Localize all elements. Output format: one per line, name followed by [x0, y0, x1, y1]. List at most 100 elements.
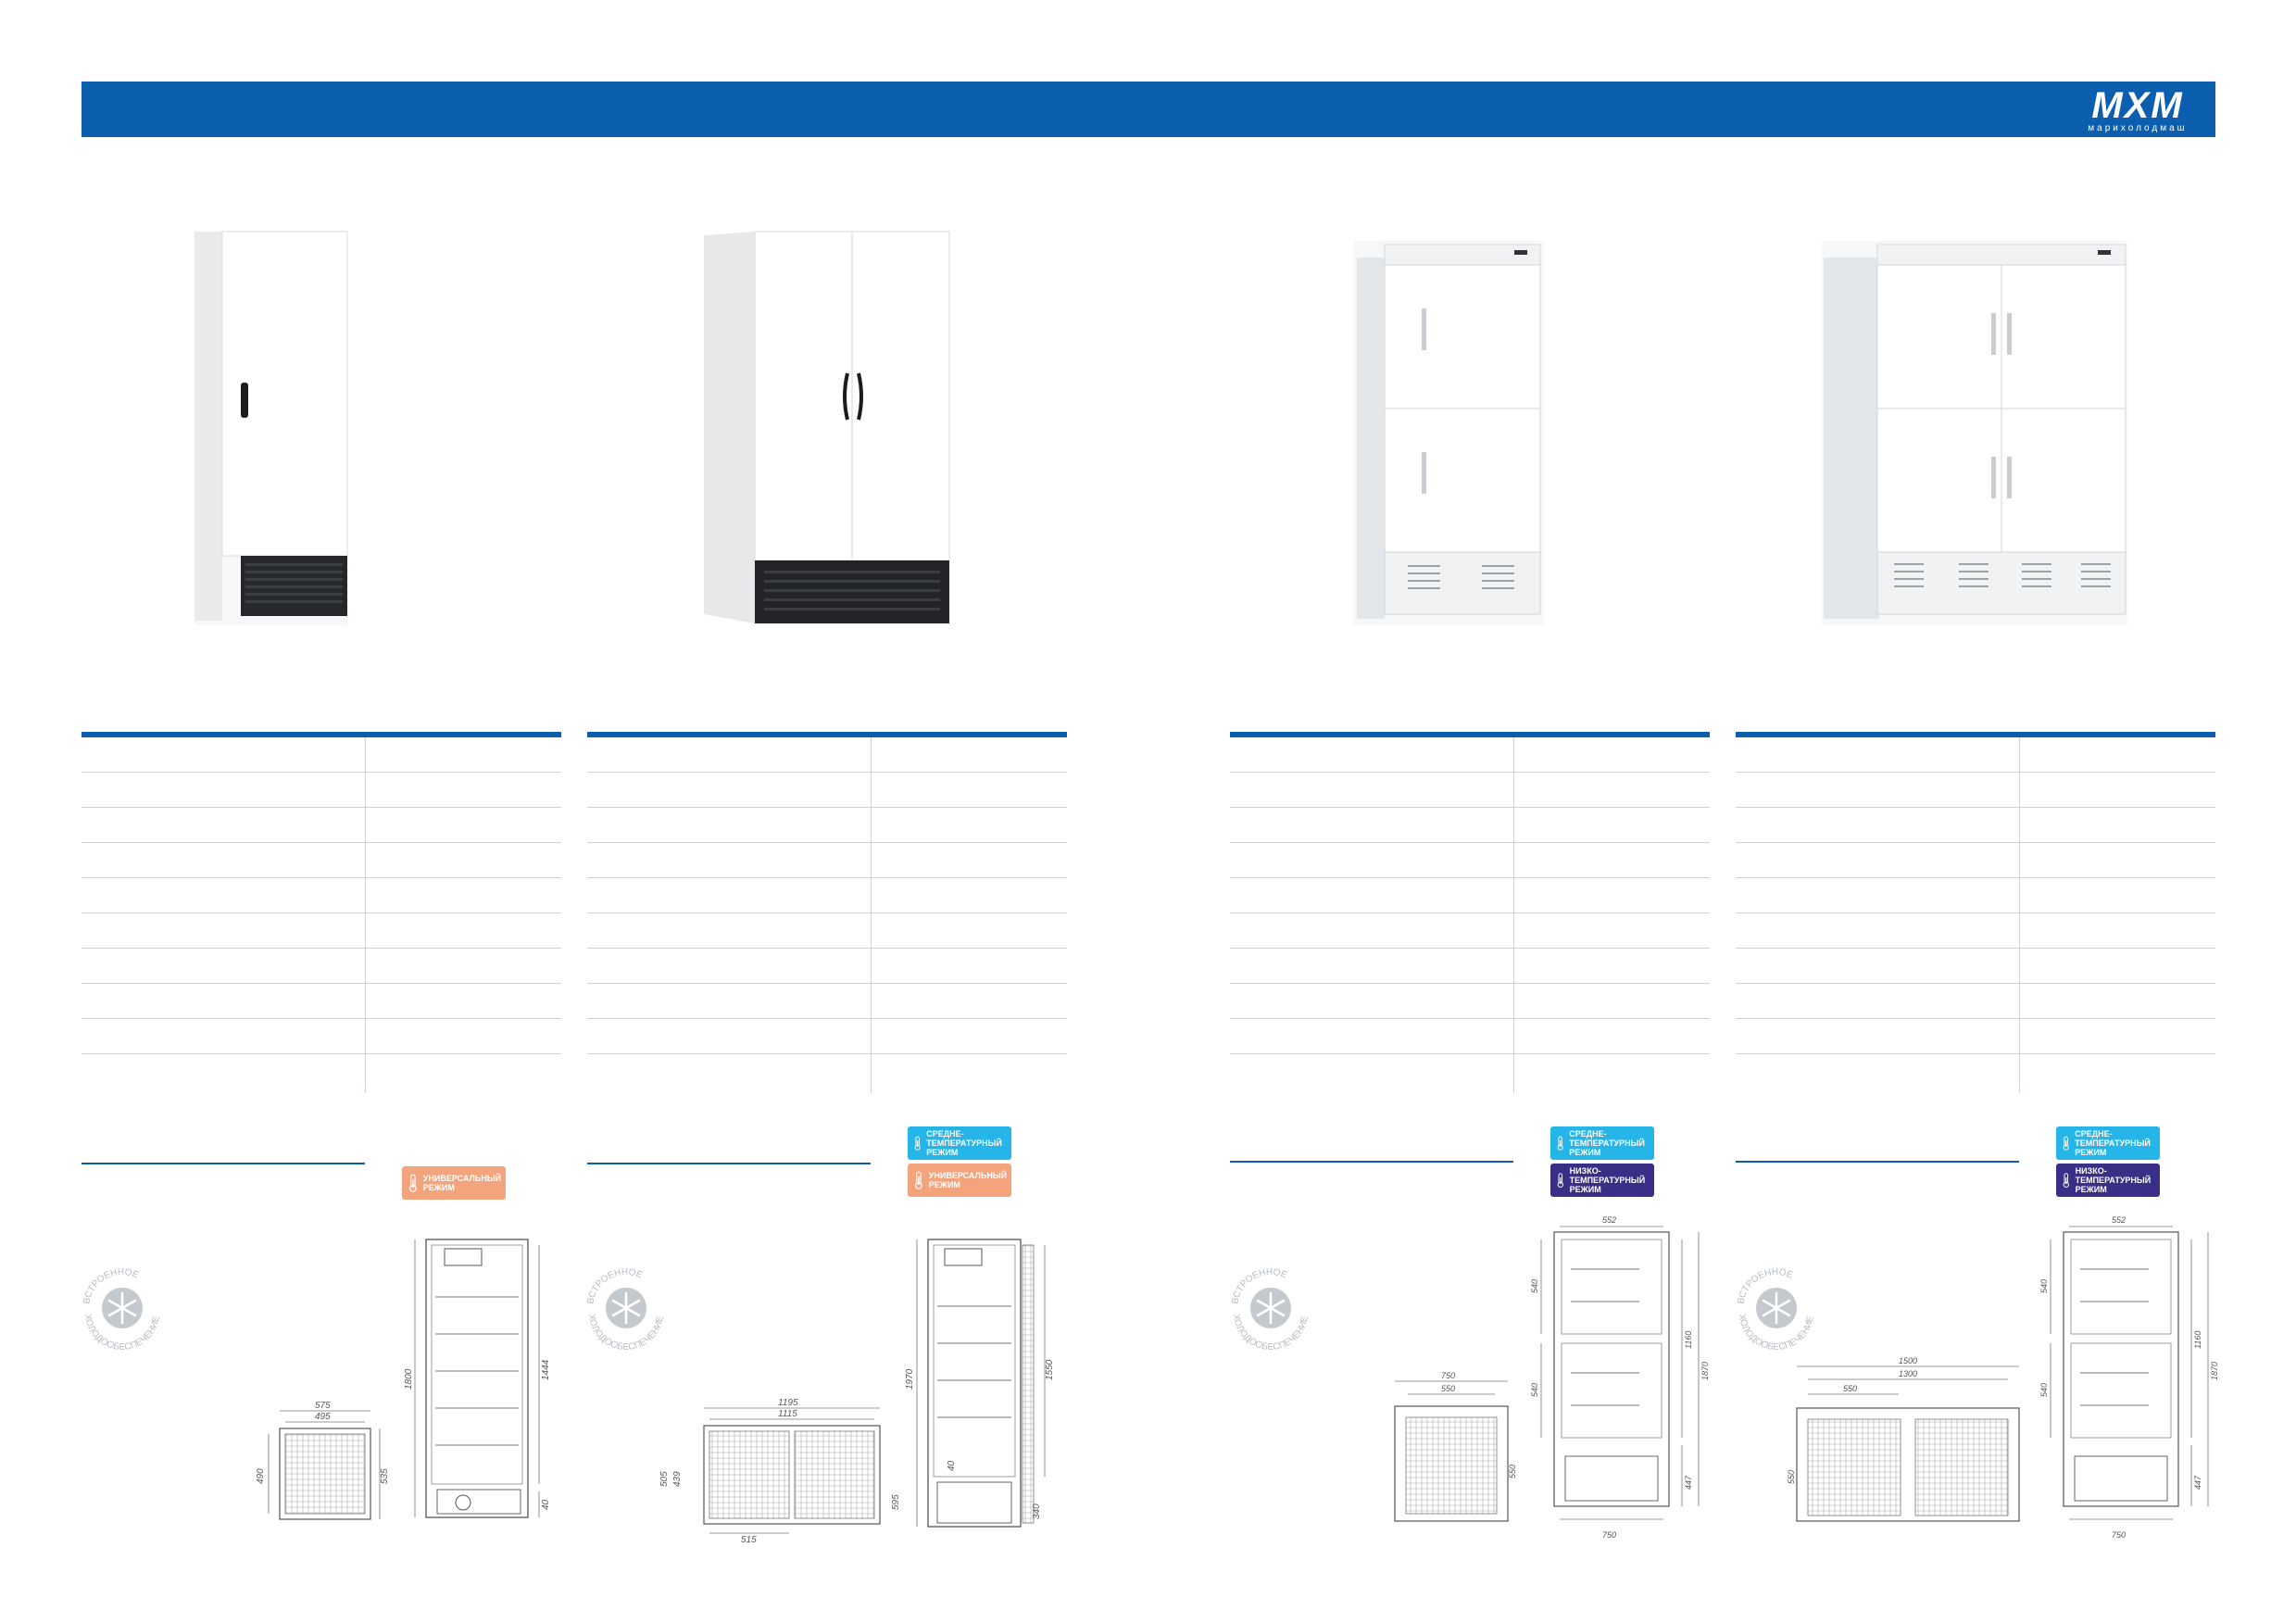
side-drawing-2: 1970 1550 340 40 595 [891, 1239, 1055, 1528]
section-divider [1230, 1161, 1513, 1163]
table-row [1736, 808, 2215, 843]
product-photo-four-section-cabinet [1822, 241, 2127, 625]
dim-label: 1800 [404, 1368, 414, 1390]
table-row [587, 949, 1067, 984]
front-drawing-4: 552 750 540 540 1160 1870 447 [2039, 1215, 2219, 1540]
spec-table-3 [1230, 732, 1710, 1093]
table-row [587, 1019, 1067, 1054]
table-row [82, 878, 561, 913]
table-row [1230, 737, 1710, 773]
plan-drawing-3: 750 550 550 [1394, 1371, 1517, 1522]
dim-label: 1160 [2193, 1331, 2202, 1349]
dim-label: 40 [541, 1499, 551, 1510]
dim-label: 505 [659, 1471, 670, 1487]
table-row [82, 808, 561, 843]
table-row [1736, 984, 2215, 1019]
plan-drawing-1: 575 495 490 535 [256, 1401, 390, 1520]
table-row [82, 1019, 561, 1054]
mode-badge-low: НИЗКО-ТЕМПЕРАТУРНЫЙ РЕЖИМ [2056, 1164, 2160, 1197]
table-row [1230, 984, 1710, 1019]
table-row [587, 878, 1067, 913]
thermometer-icon [914, 1171, 922, 1189]
dim-label: 340 [1032, 1503, 1042, 1519]
badge-label: УНИВЕРСАЛЬНЫЙ РЕЖИМ [928, 1171, 1008, 1189]
table-row [1230, 808, 1710, 843]
side-drawing-1: 1800 1444 40 [404, 1239, 551, 1518]
plan-drawing-2: 1195 1115 515 505 439 [659, 1398, 881, 1545]
dim-label: 1500 [1899, 1356, 1917, 1365]
plan-drawing-4: 1500 1300 550 550 [1788, 1356, 2020, 1522]
table-row [1230, 1054, 1710, 1088]
dim-label: 535 [380, 1468, 390, 1484]
table-row [1230, 878, 1710, 913]
mode-badge-low: НИЗКО-ТЕМПЕРАТУРНЫЙ РЕЖИМ [1550, 1164, 1654, 1197]
dim-label: 1195 [778, 1398, 798, 1408]
badge-label: СРЕДНЕ-ТЕМПЕРАТУРНЫЙ РЕЖИМ [1569, 1129, 1645, 1157]
table-row [1736, 949, 2215, 984]
dim-label: 595 [891, 1494, 901, 1510]
table-row [1230, 949, 1710, 984]
dim-label: 515 [741, 1535, 757, 1545]
section-divider [587, 1163, 871, 1164]
dim-label: 750 [1602, 1530, 1616, 1540]
section-divider [82, 1163, 365, 1164]
built-in-cooling-seal: ВСТРОЕННОЕ ХОЛОДООБЕСПЕЧЕНИЕ [1736, 1267, 1816, 1352]
mode-badge-universal: УНИВЕРСАЛЬНЫЙ РЕЖИМ [908, 1164, 1011, 1197]
logo-sub-text: марихолодмаш [2088, 123, 2188, 133]
table-row [1230, 1019, 1710, 1054]
table-row [1230, 913, 1710, 949]
dim-label: 550 [1843, 1384, 1857, 1393]
mode-badge-medium: СРЕДНЕ-ТЕМПЕРАТУРНЫЙ РЕЖИМ [1550, 1126, 1654, 1160]
thermometer-icon [1557, 1173, 1563, 1188]
dim-label: 1870 [2210, 1362, 2219, 1380]
mode-badge-universal: УНИВЕРСАЛЬНЫЙ РЕЖИМ [402, 1166, 506, 1200]
dim-label: 550 [1788, 1470, 1796, 1484]
spec-table-2 [587, 732, 1067, 1093]
thermometer-icon [408, 1174, 417, 1192]
thermometer-icon [2063, 1173, 2069, 1188]
table-row [587, 773, 1067, 808]
dim-label: 1444 [541, 1359, 551, 1380]
thermometer-icon [1557, 1136, 1563, 1151]
table-row [587, 843, 1067, 878]
mode-badge-medium: СРЕДНЕ-ТЕМПЕРАТУРНЫЙ РЕЖИМ [908, 1126, 1011, 1160]
dim-label: 550 [1508, 1465, 1517, 1478]
dim-label: 750 [2112, 1530, 2126, 1540]
table-row [82, 913, 561, 949]
brand-logo: МХМ марихолодмаш [2064, 87, 2212, 133]
table-row [1736, 773, 2215, 808]
dim-label: 1160 [1684, 1331, 1693, 1349]
spec-table-1 [82, 732, 561, 1093]
table-row [587, 1054, 1067, 1088]
mode-badge-medium: СРЕДНЕ-ТЕМПЕРАТУРНЫЙ РЕЖИМ [2056, 1126, 2160, 1160]
table-row [1736, 1054, 2215, 1088]
table-row [82, 773, 561, 808]
table-row [1230, 773, 1710, 808]
product-photo-two-section-cabinet [1354, 241, 1544, 625]
table-row [1736, 878, 2215, 913]
product-photo-single-door [194, 231, 348, 625]
table-row [587, 913, 1067, 949]
dim-label: 1550 [1045, 1359, 1055, 1380]
front-drawing-3: 552 750 540 540 1160 1870 447 [1530, 1215, 1710, 1540]
thermometer-icon [2063, 1136, 2069, 1151]
dim-label: 495 [315, 1412, 331, 1422]
dim-label: 447 [2193, 1475, 2202, 1490]
dim-label: 40 [947, 1460, 957, 1471]
product-photo-double-door [704, 231, 950, 623]
badge-label: СРЕДНЕ-ТЕМПЕРАТУРНЫЙ РЕЖИМ [2075, 1129, 2151, 1157]
dim-label: 552 [2112, 1215, 2126, 1225]
table-row [1230, 843, 1710, 878]
section-divider [1736, 1161, 2019, 1163]
built-in-cooling-seal: ВСТРОЕННОЕ ХОЛОДООБЕСПЕЧЕНИЕ [82, 1267, 162, 1352]
dim-label: 575 [315, 1401, 331, 1411]
dim-label: 540 [2039, 1279, 2049, 1293]
table-row [82, 1054, 561, 1088]
dim-label: 540 [1530, 1279, 1539, 1293]
dim-label: 1870 [1700, 1362, 1710, 1380]
dim-label: 1115 [778, 1409, 797, 1419]
table-row [82, 843, 561, 878]
badge-label: УНИВЕРСАЛЬНЫЙ РЕЖИМ [422, 1174, 502, 1192]
dim-label: 490 [256, 1468, 266, 1484]
dim-label: 540 [2039, 1383, 2049, 1397]
